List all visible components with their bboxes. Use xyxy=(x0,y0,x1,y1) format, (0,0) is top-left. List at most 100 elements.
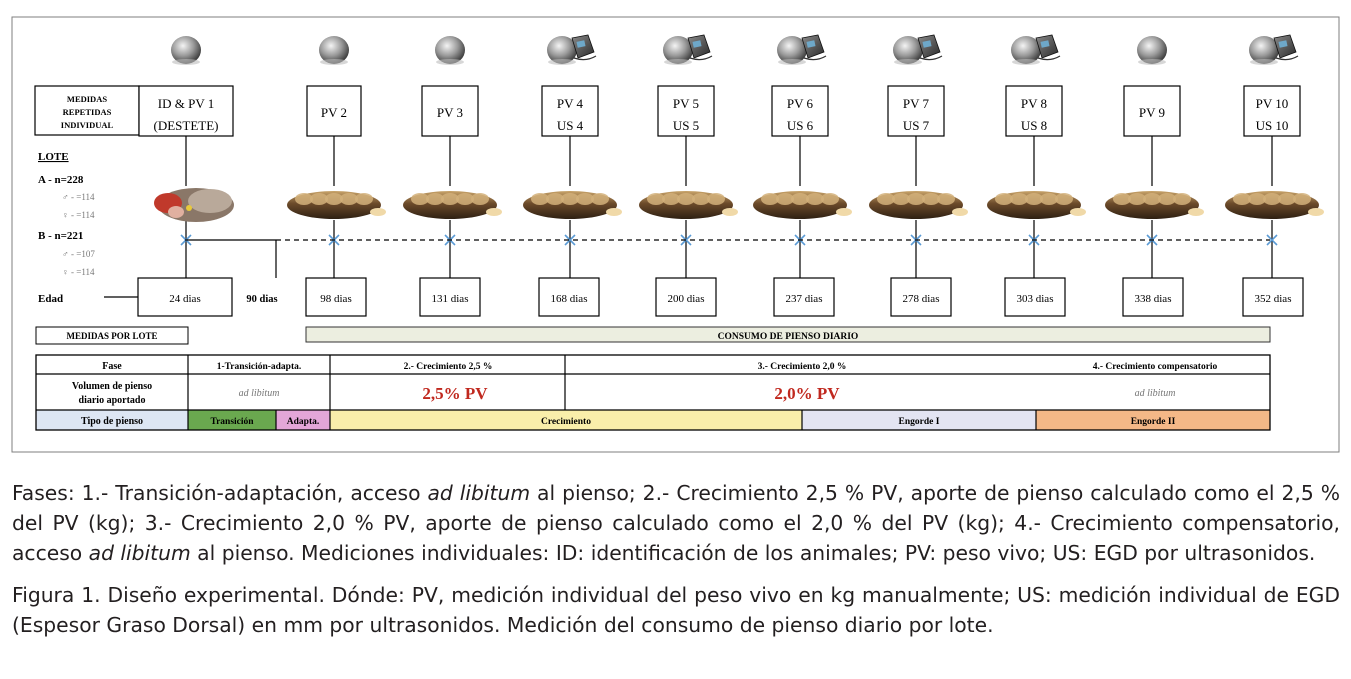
measurement-label-line-1: PV 7 xyxy=(903,96,930,111)
measurement-column: PV 6 US 6 xyxy=(753,34,852,278)
pig-group-photo xyxy=(987,191,1086,219)
row-fase-label: Fase xyxy=(102,361,122,372)
age-label: 352 dias xyxy=(1255,293,1292,305)
lote-a-label: A - n=228 xyxy=(38,174,84,186)
age-label: 24 dias xyxy=(169,293,200,305)
scale-ultrasound-icon xyxy=(1249,34,1299,65)
age-label: 168 dias xyxy=(551,293,588,305)
measurement-box xyxy=(1123,85,1181,137)
measurement-box xyxy=(1005,85,1063,137)
age-box: 303 dias xyxy=(1004,277,1066,317)
lote-b-male: ♂ - =107 xyxy=(62,249,95,259)
row-volumen-label-2: diario aportado xyxy=(79,395,146,406)
tipo-5-label: Engorde II xyxy=(1131,417,1176,427)
row-volumen-label-1: Volumen de pienso xyxy=(72,381,152,392)
caption-fases-part-3: al pienso. Mediciones individuales: ID: … xyxy=(190,541,1316,565)
scale-icon xyxy=(1137,36,1167,65)
measurement-label-line-2: US 6 xyxy=(787,118,814,133)
timeline-cross-marker xyxy=(1266,234,1278,246)
measurement-label-line-1: PV 6 xyxy=(787,96,814,111)
fase-4-label: 4.- Crecimiento compensatorio xyxy=(1093,362,1218,372)
measurement-box xyxy=(541,85,599,137)
vol-4-value: ad libitum xyxy=(1135,388,1176,399)
scale-ultrasound-icon xyxy=(1011,34,1061,65)
age-label: 98 dias xyxy=(320,293,351,305)
medidas-por-lote-label: MEDIDAS POR LOTE xyxy=(66,331,157,341)
measurement-column: PV 10 US 10 xyxy=(1225,34,1324,278)
tipo-engorde2-cell xyxy=(1036,410,1270,430)
pig-group-photo xyxy=(1105,191,1204,219)
measurement-box xyxy=(138,85,234,137)
age-box: 24 dias xyxy=(137,277,233,317)
phase-table: Fase Volumen de pienso diario aportado T… xyxy=(35,354,1271,431)
caption-fases-adlib-1: ad libitum xyxy=(427,481,531,505)
fase-2-label: 2.- Crecimiento 2,5 % xyxy=(404,362,493,372)
medidas-por-lote-box xyxy=(35,326,189,345)
measurement-label-line-1: PV 4 xyxy=(557,96,584,111)
caption-fases: Fases: 1.- Transición-adaptación, acceso… xyxy=(12,478,1340,568)
age-box: 237 dias xyxy=(773,277,835,317)
vol-2-value: 2,5% PV xyxy=(422,384,488,403)
tipo-engorde1-cell xyxy=(802,410,1036,430)
age-label: 303 dias xyxy=(1017,293,1054,305)
measurement-column: PV 4 US 4 xyxy=(523,34,622,278)
measurement-label-line-2: (DESTETE) xyxy=(154,118,219,133)
legend-line-3: INDIVIDUAL xyxy=(61,120,114,130)
measurement-label-line-2: US 10 xyxy=(1256,118,1289,133)
consumo-label: CONSUMO DE PIENSO DIARIO xyxy=(718,332,859,342)
tipo-transicion-cell xyxy=(188,410,276,430)
pig-group-photo xyxy=(523,191,622,219)
scale-icon xyxy=(171,36,201,65)
pig-group-photo xyxy=(287,191,386,219)
age-label: 338 dias xyxy=(1135,293,1172,305)
age-label: 278 dias xyxy=(903,293,940,305)
measurement-column: PV 3 xyxy=(403,36,502,278)
age-boxes: 24 dias 98 dias 131 dias 168 dias 200 dias 23… xyxy=(137,277,1304,317)
measurement-column: PV 9 xyxy=(1105,36,1204,278)
scale-icon xyxy=(319,36,349,65)
measurement-column: PV 2 xyxy=(287,36,386,278)
age-90-label: 90 dias xyxy=(246,294,277,305)
measurement-box xyxy=(306,85,362,137)
pig-group-photo xyxy=(639,191,738,219)
tipo-4-label: Engorde I xyxy=(899,417,940,427)
age-box: 98 dias xyxy=(305,277,367,317)
measurement-label-line-1: PV 5 xyxy=(673,96,699,111)
measurement-label-line-1: PV 10 xyxy=(1256,96,1289,111)
measurement-column: ID & PV 1 (DESTETE) xyxy=(138,36,234,278)
fase-3-label: 3.- Crecimiento 2,0 % xyxy=(758,362,847,372)
age-box: 200 dias xyxy=(655,277,717,317)
fase-1-label: 1-Transición-adapta. xyxy=(217,362,302,372)
measurement-column: PV 5US 5 xyxy=(639,34,738,278)
age-label: 237 dias xyxy=(786,293,823,305)
scale-icon xyxy=(435,36,465,65)
measurement-label-line-1: ID & PV 1 xyxy=(158,96,214,111)
legend-line-2: REPETIDAS xyxy=(63,107,112,117)
measurement-label-line-1: PV 3 xyxy=(437,105,463,120)
age-label: 131 dias xyxy=(432,293,469,305)
caption-figura: Figura 1. Diseño experimental. Dónde: PV… xyxy=(12,583,1340,637)
row-tipo-label: Tipo de pienso xyxy=(81,416,143,427)
tipo-header-cell xyxy=(36,410,188,430)
pig-group-photo xyxy=(753,191,852,219)
scale-ultrasound-icon xyxy=(893,34,943,65)
tipo-1-label: Transición xyxy=(210,417,254,427)
caption-fases-part-2: al pienso; 2.- Crecimiento 2,5 % PV, apo… xyxy=(12,481,1340,565)
pig-group-photo xyxy=(1225,191,1324,219)
consumo-bar xyxy=(305,326,1271,343)
tipo-2-label: Adapta. xyxy=(287,417,319,427)
lote-a-female: ♀ - =114 xyxy=(62,210,95,220)
measurement-column: PV 7US 7 xyxy=(869,34,968,278)
figure-frame xyxy=(11,16,1340,453)
lote-b-label: B - n=221 xyxy=(38,230,83,242)
measurement-label-line-2: US 4 xyxy=(557,118,584,133)
piglet-photo xyxy=(154,188,234,222)
caption-fases-part-1: Fases: 1.- Transición-adaptación, acceso xyxy=(12,481,428,505)
pig-group-photo xyxy=(403,191,502,219)
legend-box xyxy=(34,85,140,136)
tipo-crecimiento-cell xyxy=(330,410,802,430)
caption-fases-adlib-2: ad libitum xyxy=(88,541,191,565)
legend-line-1: MEDIDAS xyxy=(67,94,107,104)
tipo-3-label: Crecimiento xyxy=(541,417,591,427)
